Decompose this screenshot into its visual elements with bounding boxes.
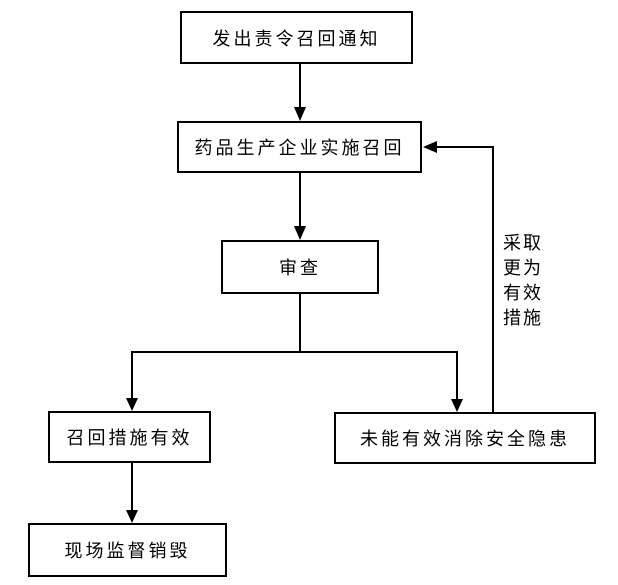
- connector-review-split: [132, 294, 458, 353]
- arrow-split-to-failed: [451, 351, 463, 412]
- arrow-implement-to-review: [294, 173, 306, 240]
- arrow-effective-to-destroy: [126, 463, 138, 523]
- node-issue-recall-notice: 发出责令召回通知: [180, 11, 413, 64]
- node-onsite-supervised-destruction: 现场监督销毁: [28, 523, 227, 577]
- edge-label-take-more-effective-measures: 采取 更为 有效 措施: [503, 233, 543, 328]
- node-failed-to-eliminate-hazard: 未能有效消除安全隐患: [334, 412, 596, 464]
- node-recall-measures-effective: 召回措施有效: [48, 411, 211, 463]
- node-manufacturer-implements-recall: 药品生产企业实施召回: [177, 121, 422, 173]
- arrow-notice-to-implement: [294, 64, 306, 121]
- node-review: 审查: [221, 240, 379, 294]
- arrow-failed-back-to-implement: [423, 141, 494, 412]
- arrow-split-to-effective: [126, 351, 138, 411]
